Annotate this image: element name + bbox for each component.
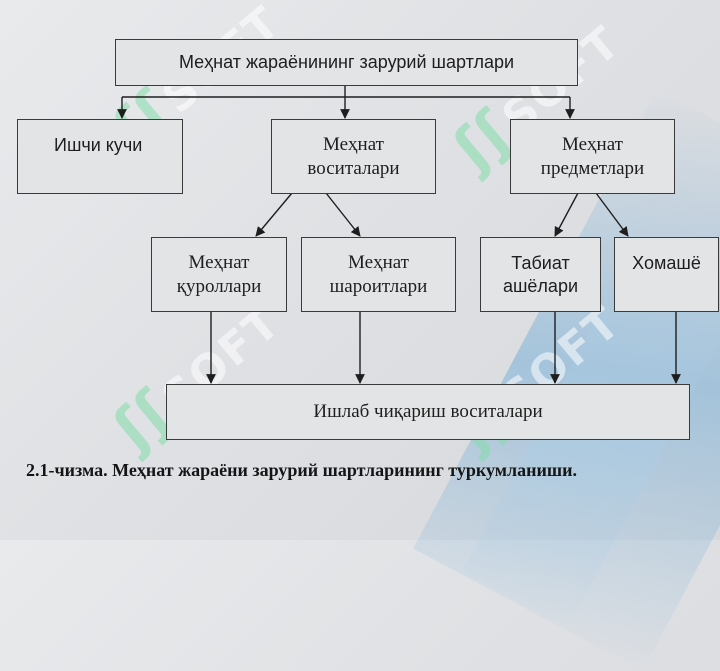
arrow-objects-raw bbox=[595, 192, 629, 237]
arrow-objects-natural bbox=[554, 192, 579, 237]
means-of-production-box: Ишлаб чиқариш воситалари bbox=[166, 384, 690, 440]
connector-lines bbox=[117, 85, 681, 384]
figure-caption: 2.1-чизма. Меҳнат жараёни зарурий шартла… bbox=[26, 460, 577, 480]
raw-materials-box: Хомашё bbox=[614, 237, 719, 312]
tools-of-labor-box: Меҳнат қуроллари bbox=[151, 237, 287, 312]
objects-of-labor-box: Меҳнат предметлари bbox=[510, 119, 675, 194]
arrow-means-conditions bbox=[325, 192, 361, 237]
arrow-means-tools bbox=[255, 192, 293, 237]
labor-force-box: Ишчи кучи bbox=[17, 119, 183, 194]
labor-conditions-box: Меҳнат шароитлари bbox=[301, 237, 456, 312]
means-of-labor-box: Меҳнат воситалари bbox=[271, 119, 436, 194]
root-box: Меҳнат жараёнининг зарурий шартлари bbox=[115, 39, 578, 86]
natural-materials-box: Табиат ашёлари bbox=[480, 237, 601, 312]
